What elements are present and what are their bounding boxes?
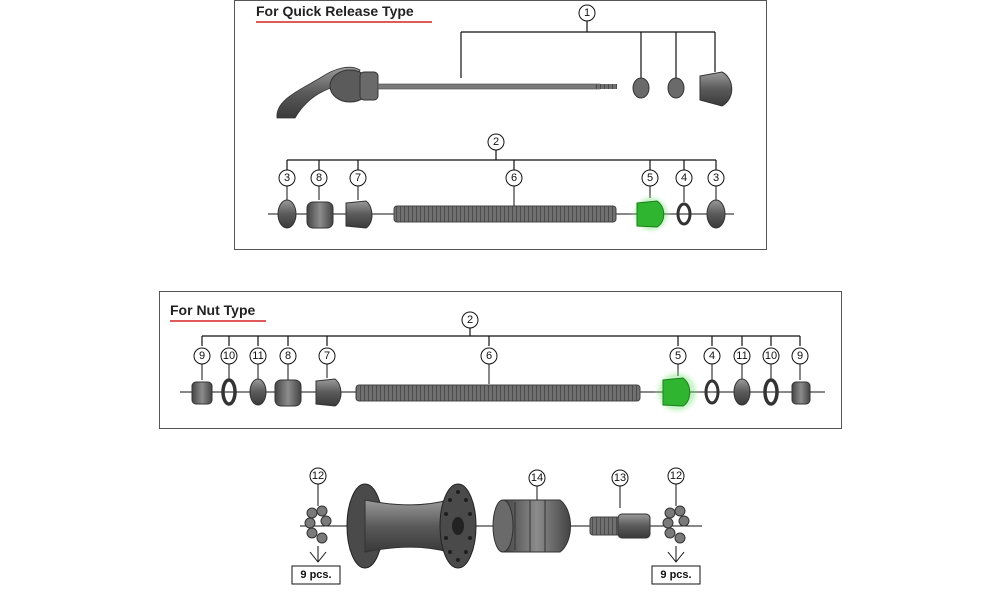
qr-washer — [676, 202, 692, 226]
callout-nut-9b: 9 — [797, 350, 803, 362]
qr-skewer-rod — [377, 83, 601, 90]
callout-nut-9a: 9 — [199, 350, 205, 362]
qr-parts-row — [277, 193, 726, 235]
quick-release-title: For Quick Release Type — [256, 3, 414, 19]
callout-qr-3a: 3 — [284, 172, 290, 184]
freehub-body — [492, 499, 571, 553]
callout-hub-12a: 12 — [312, 470, 324, 482]
nut-lockwasher-right — [733, 378, 751, 406]
callout-qr-2: 2 — [493, 136, 499, 148]
callout-nut-11a: 11 — [252, 350, 263, 362]
quantity-label-left: 9 pcs. — [300, 569, 331, 581]
qr-callouts-row: 3 8 7 6 5 4 3 — [278, 169, 725, 206]
callout-hub-13: 13 — [614, 472, 626, 484]
qr-spacer — [306, 201, 334, 229]
nut-cone-left — [315, 378, 342, 407]
nut-parts-row — [191, 368, 811, 416]
qr-locknut-left — [277, 199, 297, 229]
nut-washer-right — [763, 378, 779, 406]
callout-nut-5: 5 — [675, 350, 681, 362]
callout-qr-4: 4 — [681, 172, 687, 184]
callout-qr-8: 8 — [316, 172, 322, 184]
nut-axle-nut-right — [791, 381, 811, 405]
callout-qr-7: 7 — [355, 172, 361, 184]
nut-lockwasher-left — [249, 378, 267, 406]
quick-release-title-underline — [256, 21, 432, 23]
callout-qr-3b: 3 — [713, 172, 719, 184]
callout-nut-10b: 10 — [765, 350, 777, 362]
quantity-label-left-box — [291, 565, 341, 585]
nut-hub-axle — [355, 384, 641, 402]
callout-qr-2-circle — [487, 133, 505, 151]
bearing-balls-right — [662, 505, 690, 544]
qr-skewer-group: 1 — [276, 4, 733, 119]
qr-adjusting-nut — [699, 71, 733, 107]
nut-type-panel — [159, 291, 842, 429]
freehub-sleeve — [589, 513, 651, 539]
callout-nut-6: 6 — [486, 350, 492, 362]
nut-axle-group: 2 9 10 11 8 7 6 5 — [180, 311, 825, 416]
callout-nut-7: 7 — [324, 350, 330, 362]
callout-hub-12b: 12 — [670, 470, 682, 482]
callout-qr-6: 6 — [511, 172, 517, 184]
qr-spring-right — [667, 77, 685, 99]
qr-locknut-right — [706, 199, 726, 229]
callout-qr-5: 5 — [647, 172, 653, 184]
qr-cam-nut — [359, 71, 379, 101]
hub-shell — [346, 483, 477, 569]
callout-nut-2: 2 — [467, 314, 473, 326]
nut-type-title-underline — [170, 320, 266, 322]
nut-type-title: For Nut Type — [170, 302, 256, 318]
callout-nut-11b: 11 — [736, 350, 747, 362]
callout-nut-2-circle — [461, 311, 479, 329]
callout-1-circle — [578, 4, 596, 22]
callout-hub-14: 14 — [531, 472, 543, 484]
qr-cone-left — [345, 200, 373, 229]
callout-1: 1 — [584, 7, 590, 19]
nut-washer-left — [221, 378, 237, 406]
hub-body-group: 12 9 pcs. 14 — [291, 467, 702, 585]
quantity-label-right: 9 pcs. — [660, 569, 691, 581]
nut-cone-right-highlighted — [662, 377, 691, 407]
callout-nut-4: 4 — [709, 350, 715, 362]
quantity-label-right-box — [651, 565, 701, 585]
nut-spacer — [274, 379, 302, 407]
nut-callouts-row: 9 10 11 8 7 6 5 4 11 10 9 — [193, 347, 809, 384]
bearing-balls-left — [304, 505, 332, 544]
nut-axle-nut-left — [191, 381, 213, 405]
qr-hub-axle — [393, 205, 617, 223]
nut-washer-mid — [704, 379, 720, 405]
qr-axle-group: 2 3 8 7 6 5 4 3 — [268, 133, 734, 235]
callout-nut-10a: 10 — [223, 350, 235, 362]
callout-nut-8: 8 — [285, 350, 291, 362]
qr-skewer-thread — [595, 84, 617, 89]
qr-spring-left — [632, 77, 650, 99]
qr-cone-right-highlighted — [636, 200, 665, 228]
